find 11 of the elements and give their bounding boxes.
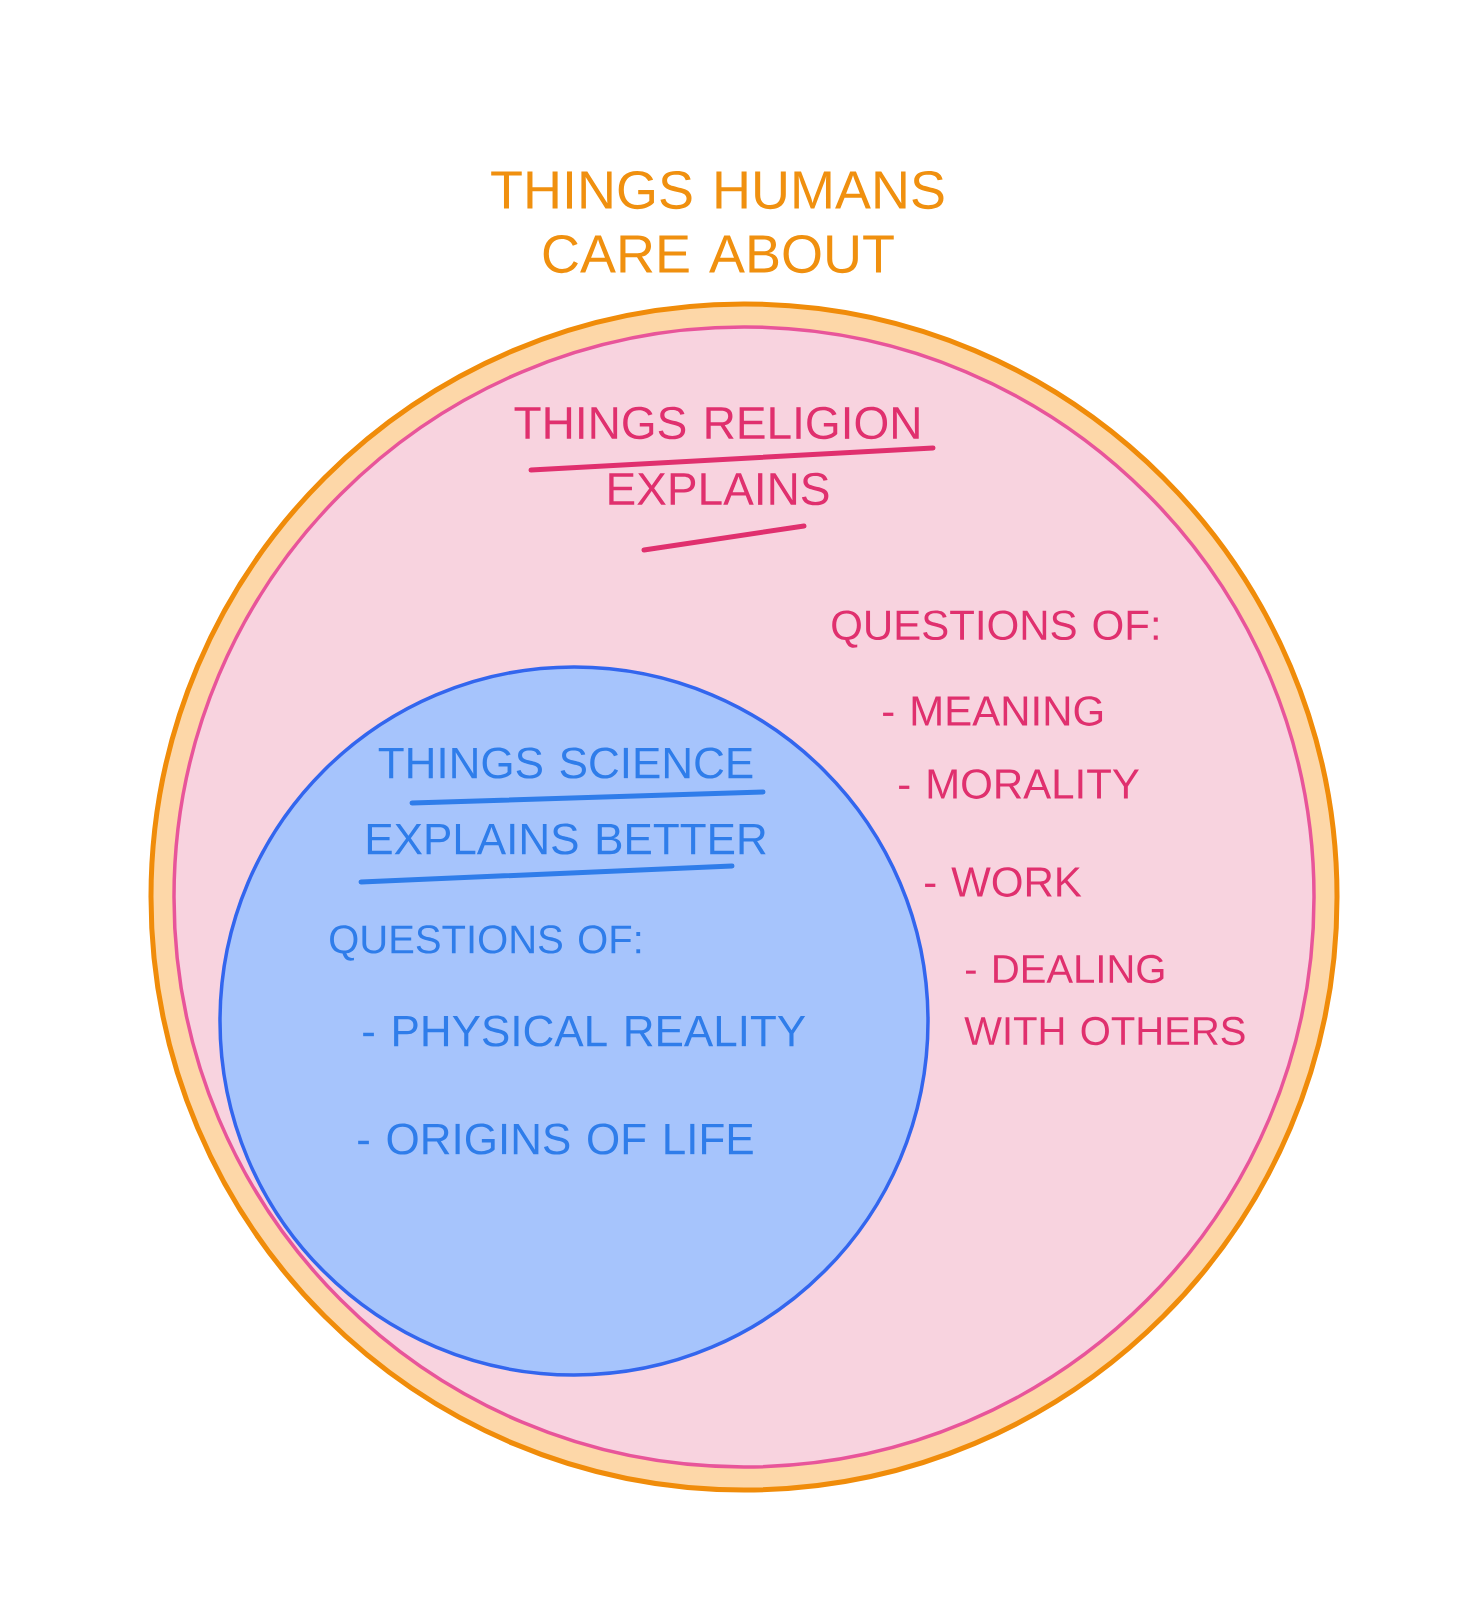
underlined-heading: THINGS RELIGION EXPLAINS — [514, 406, 936, 553]
heading: THINGS HUMANS CARE ABOUT — [491, 170, 944, 274]
list-item: - DEALING WITH OTHERS — [964, 954, 1245, 1046]
list-item: - MORALITY — [899, 769, 1139, 799]
list-item: - ORIGINS OF LIFE — [358, 1123, 753, 1155]
list-item: - WORK — [925, 867, 1082, 897]
underlined-heading: THINGS SCIENCE EXPLAINS BETTER — [358, 747, 766, 885]
list-heading: QUESTIONS OF: — [330, 925, 641, 961]
list-item: - PHYSICAL REALITY — [363, 1015, 806, 1047]
list-item: - MEANING — [883, 696, 1103, 726]
list-heading: QUESTIONS OF: — [832, 610, 1158, 648]
